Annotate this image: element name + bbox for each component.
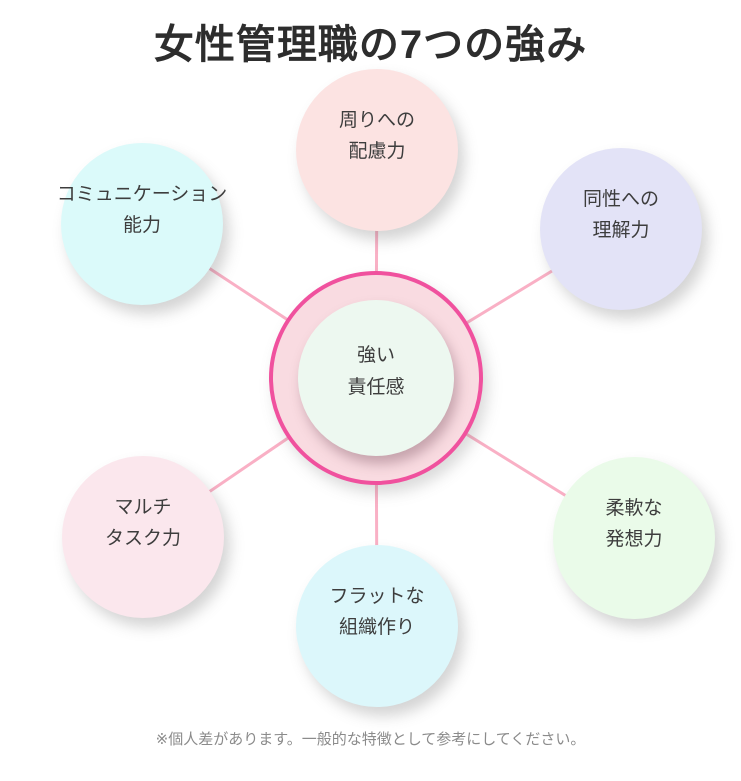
node-flat-organization: フラットな 組織作り	[296, 545, 458, 707]
node-label: 同性への 理解力	[582, 188, 659, 241]
node-understanding: 同性への 理解力	[540, 148, 702, 310]
node-label: 柔軟な 発想力	[605, 497, 663, 550]
disclaimer-note: ※個人差があります。一般的な特徴として参考にしてください。	[155, 731, 586, 748]
node-label: 強い 責任感	[347, 344, 405, 398]
page-title: 女性管理職の7つの強み	[153, 23, 588, 67]
node-consideration: 周りへの 配慮力	[296, 69, 458, 231]
node-label: 周りへの 配慮力	[338, 109, 415, 162]
node-responsibility-ring: 強い 責任感	[269, 271, 483, 485]
node-label: マルチ タスク力	[104, 496, 181, 549]
node-communication: コミュニケーション 能力	[57, 143, 227, 305]
node-label: フラットな 組織作り	[329, 585, 425, 638]
node-responsibility: 強い 責任感	[298, 300, 454, 456]
node-flexible-thinking: 柔軟な 発想力	[553, 457, 715, 619]
node-multitasking: マルチ タスク力	[62, 456, 224, 618]
node-label: コミュニケーション 能力	[56, 183, 228, 236]
